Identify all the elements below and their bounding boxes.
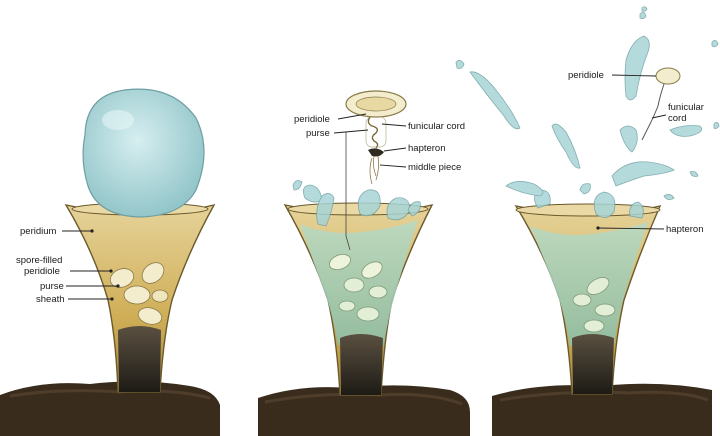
label-spore-filled: spore-filled (16, 255, 62, 266)
label-funicular-right: funicular (668, 102, 704, 113)
label-cord-right: cord (668, 113, 686, 124)
right-labels: peridiole funicular cord hapteron (568, 70, 704, 235)
left-labels: peridium spore-filled peridiole purse sh… (16, 226, 120, 305)
middle-labels: peridiole purse funicular cord hapteron … (294, 113, 465, 173)
raindrop (82, 88, 205, 218)
middle-splash-cup (283, 90, 434, 396)
label-funicular-cord-mid: funicular cord (408, 121, 465, 132)
right-splash (455, 6, 720, 219)
label-sheath: sheath (36, 294, 65, 305)
soil-left (0, 381, 220, 436)
label-peridiole-left: peridiole (24, 266, 60, 277)
label-hapteron-mid: hapteron (408, 143, 446, 154)
label-purse-left: purse (40, 281, 64, 292)
label-middle-piece: middle piece (408, 162, 461, 173)
soil-right (492, 383, 712, 436)
middle-splash (292, 180, 421, 227)
label-purse-mid: purse (306, 128, 330, 139)
middle-peridioles (328, 254, 388, 322)
right-splash-cup (455, 6, 720, 395)
label-peridiole-right: peridiole (568, 70, 604, 81)
label-hapteron-right: hapteron (666, 224, 704, 235)
right-peridioles (572, 277, 616, 333)
left-splash-cup (64, 88, 216, 393)
label-peridium: peridium (20, 226, 57, 237)
label-peridiole-mid: peridiole (294, 114, 330, 125)
left-peridioles (109, 262, 169, 325)
middle-peridiole-detail (345, 90, 407, 251)
